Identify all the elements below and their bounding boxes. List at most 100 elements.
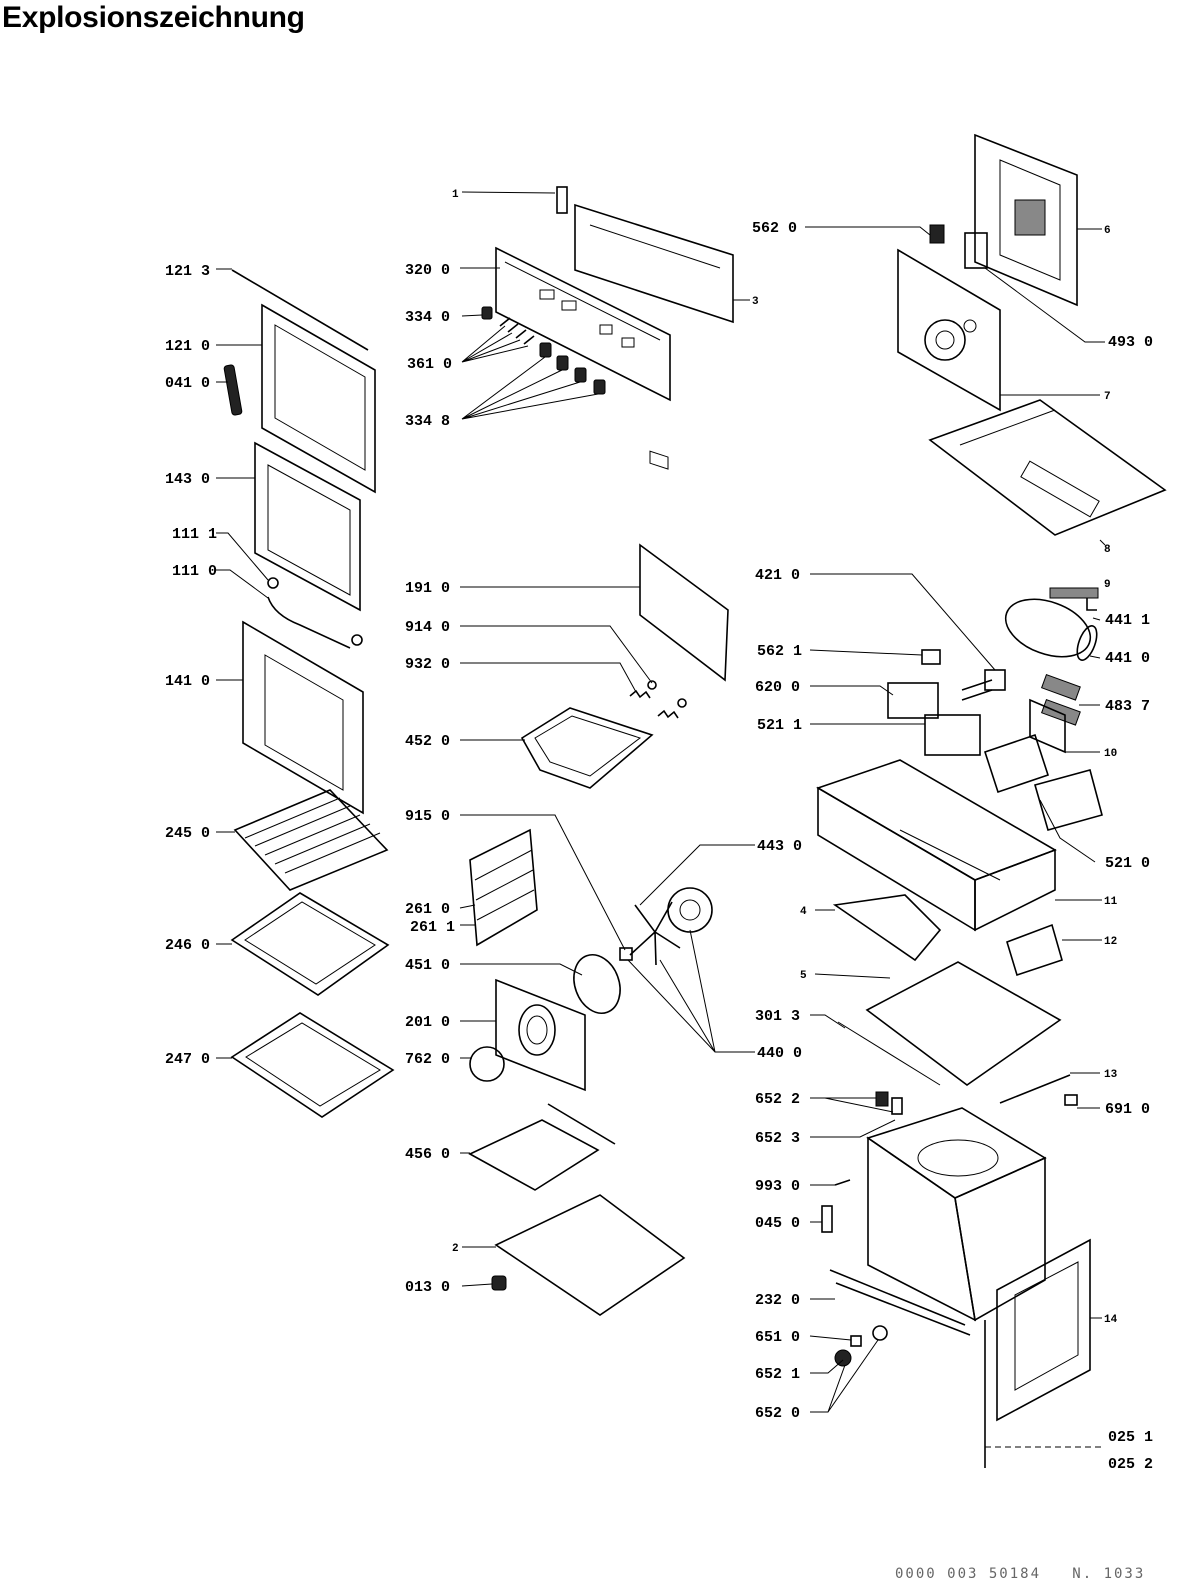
part-label: 521 1	[757, 717, 802, 734]
inner-door-frame-part	[254, 441, 361, 612]
part-label: 521 0	[1105, 855, 1150, 872]
part-label: 2	[452, 1243, 459, 1255]
rear-panel-part	[929, 133, 1078, 307]
control-panel-part	[556, 186, 734, 470]
part-label: 247 0	[165, 1051, 210, 1068]
part-label: 652 3	[755, 1130, 800, 1147]
part-label: 441 1	[1105, 612, 1150, 629]
part-label: 261 1	[410, 919, 455, 936]
heating-element-part	[520, 680, 687, 789]
part-label: 691 0	[1105, 1101, 1150, 1118]
cavity-back-wall-part	[897, 248, 1001, 412]
rail-and-lamp-parts	[829, 1269, 971, 1367]
small-hardware-parts	[875, 1074, 1078, 1115]
part-label: 652 0	[755, 1405, 800, 1422]
cover-disc-part	[469, 1046, 505, 1082]
inner-door-part	[984, 1238, 1091, 1468]
fan-cover-part	[495, 978, 586, 1092]
part-label: 232 0	[755, 1292, 800, 1309]
part-label: 651 0	[755, 1329, 800, 1346]
part-label: 361 0	[407, 356, 452, 373]
front-fascia-part	[495, 246, 671, 402]
shelf-rack-part	[233, 789, 389, 891]
part-label: 441 0	[1105, 650, 1150, 667]
part-label: 1	[452, 189, 459, 201]
part-label: 201 0	[405, 1014, 450, 1031]
part-label: 762 0	[405, 1051, 450, 1068]
grill-element-part	[468, 1103, 616, 1191]
cooling-fan-motor-part	[1004, 587, 1099, 661]
knobs-part	[481, 306, 606, 395]
side-rack-part	[469, 828, 538, 947]
part-label: 245 0	[165, 825, 210, 842]
outer-door-part	[261, 303, 376, 494]
part-label: 334 8	[405, 413, 450, 430]
page-title: Explosionszeichnung	[2, 1, 305, 34]
switch-block-parts	[983, 733, 1103, 831]
part-label: 443 0	[757, 838, 802, 855]
part-label: 10	[1104, 748, 1117, 760]
door-handle-part	[223, 364, 243, 416]
part-label: 451 0	[405, 957, 450, 974]
door-top-strip-part	[231, 269, 369, 351]
wiring-parts	[887, 649, 1006, 756]
part-label: 11	[1104, 896, 1118, 908]
part-label: 246 0	[165, 937, 210, 954]
oven-cavity-part	[866, 1107, 1047, 1322]
part-label: 111 0	[172, 563, 217, 580]
part-label: 301 3	[755, 1008, 800, 1025]
part-label: 045 0	[755, 1215, 800, 1232]
part-label: 914 0	[405, 619, 450, 636]
part-label: 121 3	[165, 263, 210, 280]
part-label: 143 0	[165, 471, 210, 488]
drip-pan-part	[230, 1012, 395, 1118]
part-label: 440 0	[757, 1045, 802, 1062]
part-label: 121 0	[165, 338, 210, 355]
part-label: 652 1	[755, 1366, 800, 1383]
oven-gasket-part	[639, 543, 729, 682]
part-labels: 1 320 0 334 0 361 0 334 8 121 3 121 0 04…	[165, 189, 1153, 1473]
part-label: 191 0	[405, 580, 450, 597]
top-cover-part	[928, 399, 1167, 536]
part-label: 8	[1104, 544, 1111, 556]
part-label: 3	[752, 296, 759, 308]
part-label: 993 0	[755, 1178, 800, 1195]
part-label: 932 0	[405, 656, 450, 673]
part-label: 483 7	[1105, 698, 1150, 715]
door-glass-part	[242, 620, 364, 815]
part-label: 13	[1104, 1069, 1118, 1081]
part-label: 111 1	[172, 526, 217, 543]
part-label: 421 0	[755, 567, 800, 584]
part-label: 14	[1104, 1314, 1118, 1326]
part-label: 5	[800, 970, 807, 982]
part-label: 562 0	[752, 220, 797, 237]
convection-fan-part	[619, 887, 713, 966]
part-label: 7	[1104, 391, 1111, 403]
part-label: 9	[1104, 579, 1111, 591]
base-plate-part	[837, 961, 1062, 1086]
part-label: 493 0	[1108, 334, 1153, 351]
leader-lines	[216, 191, 1106, 1448]
hinge-part	[267, 577, 363, 649]
baking-tray-part	[230, 892, 390, 996]
part-label: 6	[1104, 225, 1111, 237]
part-label: 320 0	[405, 262, 450, 279]
lower-bracket-parts	[832, 894, 1063, 977]
part-label: 562 1	[757, 643, 802, 660]
part-label: 456 0	[405, 1146, 450, 1163]
part-label: 4	[800, 906, 807, 918]
part-label: 025 2	[1108, 1456, 1153, 1473]
chassis-part	[816, 759, 1057, 932]
part-label: 652 2	[755, 1091, 800, 1108]
misc-parts	[491, 1179, 851, 1316]
document-number: 0000 003 50184 N. 1033	[895, 1566, 1146, 1582]
part-label: 915 0	[405, 808, 450, 825]
part-label: 620 0	[755, 679, 800, 696]
part-label: 013 0	[405, 1279, 450, 1296]
part-label: 141 0	[165, 673, 210, 690]
part-label: 041 0	[165, 375, 210, 392]
part-label: 452 0	[405, 733, 450, 750]
part-label: 025 1	[1108, 1429, 1153, 1446]
parts-layer	[223, 133, 1167, 1468]
